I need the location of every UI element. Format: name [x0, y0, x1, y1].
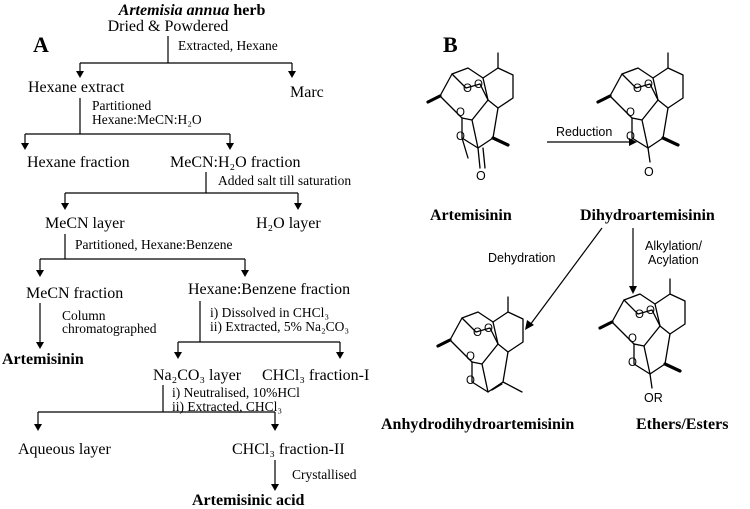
arrowhead [61, 203, 69, 210]
arrowhead [36, 270, 44, 277]
herb-species: Artemisia annua [118, 2, 230, 19]
partition-solvent-label: Hexane:MeCN:H₂O [92, 112, 202, 127]
arrowhead [21, 143, 29, 150]
hexane-extract-label: Hexane extract [28, 79, 125, 96]
neutralised-label: i) Neutralised, 10%HCl [172, 385, 300, 400]
artemisinin-result: Artemisinin [2, 351, 84, 368]
herb-suffix: herb [229, 2, 265, 19]
dissolved-chcl3-label: i) Dissolved in CHCl₃ [210, 305, 329, 320]
dihydroartemisinin-name: Dihydroartemisinin [580, 207, 715, 224]
herb-label: Artemisia annua herb [118, 2, 266, 19]
dehydration-arrow [529, 227, 603, 326]
h2o-layer-label: H₂O layer [256, 215, 321, 232]
mecn-layer-label: MeCN layer [45, 215, 125, 232]
partitioned-label: Partitioned [92, 98, 151, 113]
alkylation-label: Alkylation/ [645, 239, 702, 253]
reduction-label: Reduction [556, 125, 612, 139]
hydroxyl-oxygen: O [644, 165, 654, 179]
arrowhead [241, 270, 249, 277]
extracted-hexane-label: Extracted, Hexane [178, 38, 278, 53]
mecn-h2o-fraction-label: MeCN:H₂O fraction [170, 154, 300, 171]
arrowhead [525, 320, 534, 330]
carbonyl-oxygen: O [476, 169, 486, 183]
arrowhead [288, 71, 296, 78]
panel-label-a: A [33, 32, 49, 57]
or-group: OR [644, 391, 663, 405]
anhydrodihydroartemisinin-structure: O [436, 295, 525, 394]
arrowhead [336, 352, 344, 359]
ethers-esters-structure: OR O [598, 277, 687, 405]
column-label: Column [62, 308, 106, 323]
svg-text:O: O [466, 375, 475, 387]
added-salt-label: Added salt till saturation [218, 173, 351, 188]
svg-text:O: O [628, 357, 637, 369]
arrowhead [271, 424, 279, 431]
artemisinin-structure: O O [426, 51, 515, 183]
hexane-benzene-fraction-label: Hexane:Benzene fraction [188, 281, 350, 298]
dehydration-label: Dehydration [488, 251, 555, 265]
svg-text:O: O [456, 131, 465, 143]
artemisinic-acid-result: Artemisinic acid [192, 492, 305, 509]
chcl3-fraction-2-label: CHCl₃ fraction-II [232, 441, 345, 458]
chromatographed-label: chromatographed [62, 321, 157, 336]
arrowhead [226, 143, 234, 150]
dried-powdered-label: Dried & Powdered [108, 18, 229, 35]
arrowhead [76, 71, 84, 78]
partitioned-hexane-benzene-label: Partitioned, Hexane:Benzene [75, 237, 232, 252]
arrowhead [34, 424, 42, 431]
arrowhead [629, 286, 637, 294]
crystallised-label: Crystallised [292, 467, 357, 482]
arrowhead [36, 342, 44, 349]
ethers-esters-name: Ethers/Esters [636, 416, 728, 433]
panel-label-b: B [443, 32, 458, 57]
arrowhead [271, 484, 279, 491]
hexane-fraction-label: Hexane fraction [27, 154, 130, 171]
arrowhead [174, 352, 182, 359]
mecn-fraction-label: MeCN fraction [26, 285, 123, 302]
artemisinin-name: Artemisinin [430, 207, 512, 224]
chcl3-fraction-1-label: CHCl₃ fraction-I [262, 367, 369, 384]
arrowhead [629, 138, 637, 146]
extracted-chcl3-label: ii) Extracted, CHCl₃ [172, 399, 282, 414]
aqueous-layer-label: Aqueous layer [18, 441, 112, 458]
extracted-na2co3-label: ii) Extracted, 5% Na₂CO₃ [210, 319, 349, 334]
acylation-label: Acylation [648, 253, 699, 267]
na2co3-layer-label: Na₂CO₃ layer [153, 367, 242, 384]
anhydrodihydroartemisinin-name: Anhydrodihydroartemisinin [381, 416, 574, 433]
svg-text:O: O [626, 131, 635, 143]
dihydroartemisinin-structure: O O [596, 51, 685, 179]
marc-label: Marc [290, 84, 324, 101]
arrowhead [294, 203, 302, 210]
